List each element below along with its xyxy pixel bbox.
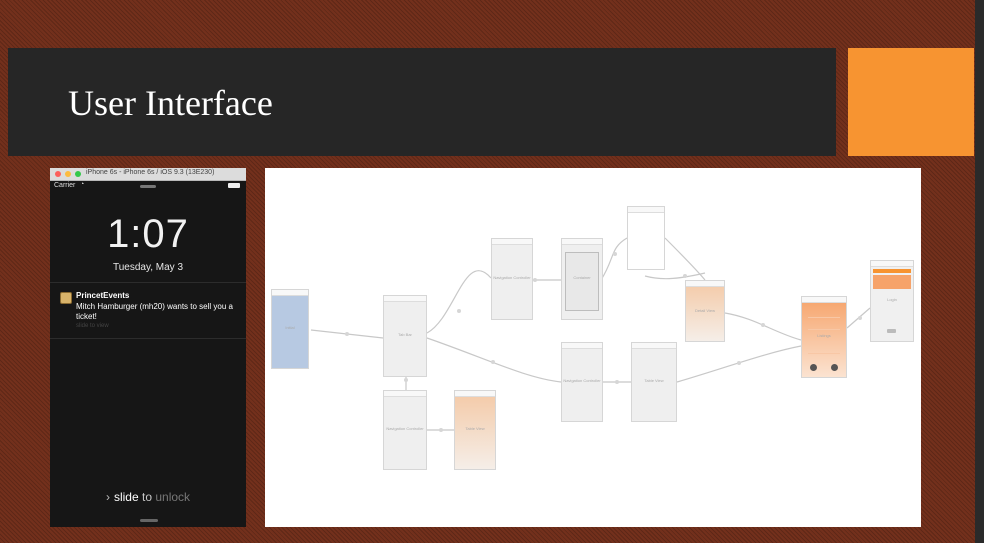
scene-label: Navigation Controller: [493, 275, 531, 280]
unlock-slide-word: slide: [113, 490, 139, 504]
list-divider: [808, 353, 840, 354]
login-button: [887, 329, 896, 333]
scene-label: Listings: [817, 333, 831, 338]
unlock-to-word: to: [141, 490, 152, 504]
battery-icon: [228, 183, 240, 188]
minimize-window-button[interactable]: [65, 171, 71, 177]
scene-header: [384, 391, 426, 397]
lock-screen-time: 1:07: [107, 212, 189, 256]
segue-connections: [310, 237, 871, 432]
scene-label: Container: [573, 275, 591, 280]
accent-block: [848, 48, 974, 156]
right-edge-rail: [975, 0, 984, 543]
initial-view-controller[interactable]: Initial: [271, 289, 309, 369]
app-icon: [60, 292, 72, 304]
small-view-controller[interactable]: [627, 206, 665, 270]
carrier-label: Carrier: [54, 182, 76, 189]
title-band: [8, 48, 836, 156]
scene-label: Tab Bar: [398, 332, 412, 337]
scene-label: Login: [887, 297, 897, 302]
list-divider: [808, 317, 840, 318]
scene-header: [562, 239, 602, 245]
simulator-title: iPhone 6s - iPhone 6s / iOS 9.3 (13E230): [86, 169, 215, 176]
close-window-button[interactable]: [55, 171, 61, 177]
lock-screen-date: Tuesday, May 3: [112, 262, 184, 273]
notification-hint: slide to view: [76, 323, 109, 329]
scene-header: [492, 239, 532, 245]
circle-button: [831, 364, 838, 371]
table-view-controller-bottom[interactable]: Table View: [454, 390, 496, 470]
scene-header: [455, 391, 495, 397]
scene-label: Table View: [644, 378, 664, 384]
login-view-controller[interactable]: Login: [870, 260, 914, 342]
navigation-controller-bottom[interactable]: Navigation Controller: [383, 390, 427, 470]
slide-title: User Interface: [68, 83, 273, 123]
slide-to-unlock[interactable]: ›slide to unlock: [50, 490, 246, 504]
tab-bar-controller[interactable]: Tab Bar: [383, 295, 427, 377]
scene-label: Initial: [285, 325, 295, 331]
scene-label: Navigation Controller: [563, 378, 601, 384]
list-divider: [808, 329, 840, 330]
input-bar: [873, 269, 911, 273]
scene-header: [871, 261, 913, 267]
scene-label: Detail View: [695, 308, 715, 313]
storyboard-canvas: Initial Tab Bar Navigation Controller Co…: [265, 168, 921, 527]
scene-header: [802, 297, 846, 303]
table-view-controller-middle[interactable]: Table View: [631, 342, 677, 422]
home-indicator: [140, 519, 158, 522]
container-area: [565, 252, 599, 311]
scene-label: Table View: [465, 426, 485, 432]
notification-message: Mitch Hamburger (mh20) wants to sell you…: [76, 302, 233, 321]
scene-header: [686, 281, 724, 287]
circle-button: [810, 364, 817, 371]
scene-header: [632, 343, 676, 349]
push-notification[interactable]: PrincetEvents Mitch Hamburger (mh20) wan…: [50, 282, 246, 339]
input-area: [873, 275, 911, 289]
chevron-right-icon: ›: [105, 490, 110, 504]
unlock-word: unlock: [155, 490, 191, 504]
notification-center-grabber[interactable]: [140, 185, 156, 188]
list-divider: [808, 341, 840, 342]
wifi-icon: ◔: [80, 181, 85, 188]
container-view-controller[interactable]: Container: [561, 238, 603, 320]
notification-app-name: PrincetEvents: [76, 291, 130, 300]
scene-header: [384, 296, 426, 302]
listings-view-controller[interactable]: Listings: [801, 296, 847, 378]
zoom-window-button[interactable]: [75, 171, 81, 177]
navigation-controller-top[interactable]: Navigation Controller: [491, 238, 533, 320]
simulator-titlebar: iPhone 6s - iPhone 6s / iOS 9.3 (13E230): [50, 168, 246, 181]
scene-header: [628, 207, 664, 213]
scene-header: [272, 290, 308, 296]
detail-view-controller[interactable]: Detail View: [685, 280, 725, 342]
ios-simulator-window: iPhone 6s - iPhone 6s / iOS 9.3 (13E230)…: [50, 168, 246, 527]
scene-label: Navigation Controller: [386, 426, 424, 432]
navigation-controller-middle[interactable]: Navigation Controller: [561, 342, 603, 422]
scene-header: [562, 343, 602, 349]
